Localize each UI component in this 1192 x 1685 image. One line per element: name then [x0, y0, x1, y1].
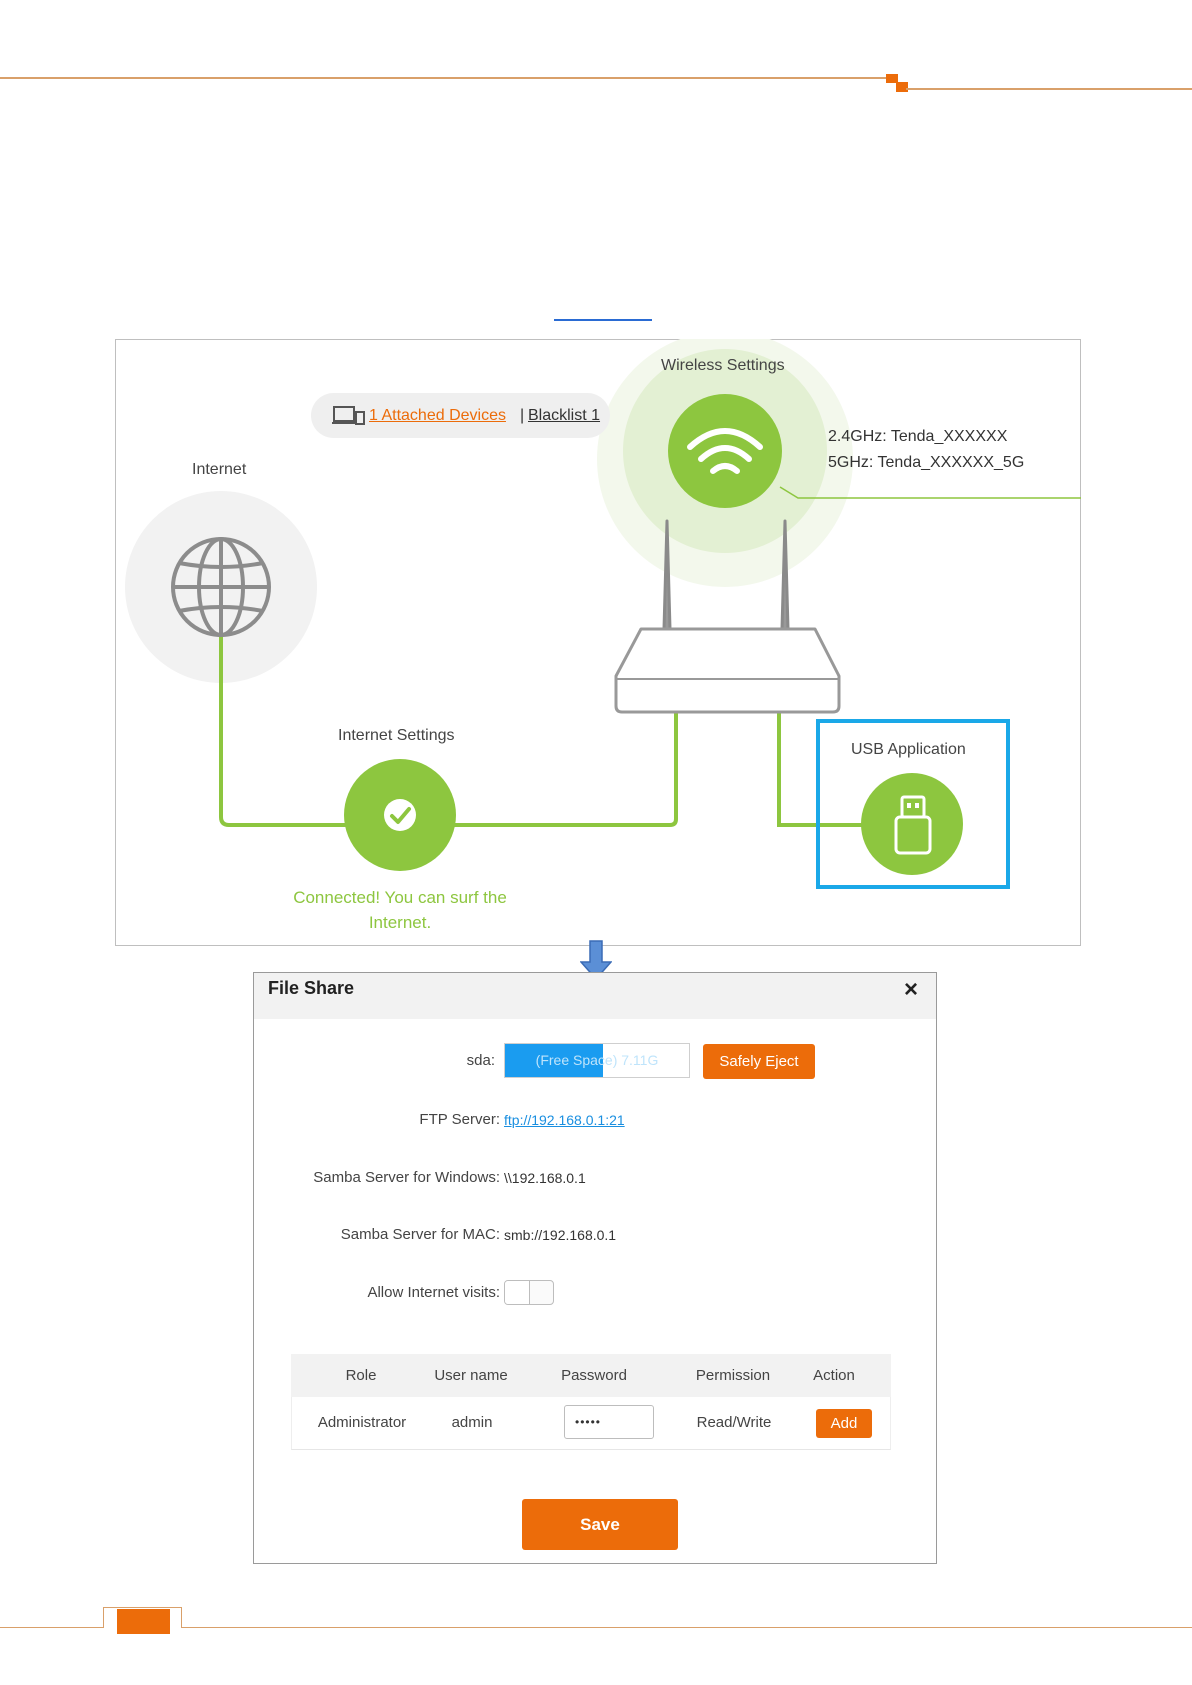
- header-rule: [0, 77, 890, 79]
- table-row: Administrator admin Read/Write: [291, 1397, 891, 1450]
- router-link-line: [450, 711, 678, 827]
- samba-mac-label: Samba Server for MAC:: [340, 1226, 500, 1243]
- link-separator: |: [520, 407, 525, 424]
- usb-highlight-box: [816, 719, 1010, 889]
- toggle-knob: [505, 1281, 530, 1304]
- ftp-server-label: FTP Server:: [419, 1111, 500, 1128]
- ssid-link-line: [779, 486, 1081, 499]
- username-cell: admin: [451, 1414, 493, 1431]
- wireless-settings-label[interactable]: Wireless Settings: [661, 357, 785, 374]
- usb-link-line: [777, 711, 880, 827]
- wifi-icon: [687, 428, 763, 474]
- header-ornament: [896, 82, 908, 92]
- role-cell: Administrator: [317, 1414, 407, 1431]
- devices-icon: [332, 406, 365, 425]
- sda-usage-fill: [505, 1044, 603, 1077]
- connection-status-line2: Internet.: [368, 913, 432, 932]
- samba-windows-value: \\192.168.0.1: [504, 1170, 586, 1186]
- usb-button: [861, 773, 963, 875]
- blacklist-link[interactable]: Blacklist 1: [528, 407, 601, 424]
- dialog-header: [254, 973, 936, 1019]
- allow-internet-visits-toggle[interactable]: [504, 1280, 554, 1305]
- column-header-password: Password: [561, 1367, 627, 1384]
- dialog-title: File Share: [268, 978, 355, 998]
- internet-link-line: [219, 635, 450, 827]
- usb-icon: [894, 795, 932, 855]
- ssid-5ghz: 5GHz: Tenda_XXXXXX_5G: [828, 454, 1025, 471]
- internet-label: Internet: [192, 461, 247, 478]
- add-user-button[interactable]: Add: [816, 1409, 872, 1438]
- link-underline: [554, 319, 652, 321]
- header-ornament: [886, 74, 898, 83]
- attached-devices-link[interactable]: 1 Attached Devices: [369, 407, 506, 424]
- close-icon[interactable]: ×: [904, 976, 919, 1003]
- globe-icon: [171, 537, 271, 637]
- sda-usage-bar: (Free Space) 7.11G: [504, 1043, 690, 1078]
- topology-graphics: [125, 339, 1081, 875]
- safely-eject-button[interactable]: Safely Eject: [703, 1044, 815, 1079]
- router-icon: [614, 627, 841, 714]
- ssid-24ghz: 2.4GHz: Tenda_XXXXXX: [828, 428, 1008, 445]
- ftp-server-link[interactable]: ftp://192.168.0.1:21: [504, 1112, 625, 1128]
- column-header-username: User name: [434, 1367, 508, 1384]
- header-rule: [906, 88, 1192, 90]
- connection-status-line1: Connected! You can surf the: [293, 888, 507, 907]
- allow-internet-visits-label: Allow Internet visits:: [367, 1284, 500, 1301]
- password-input[interactable]: •••••: [564, 1405, 654, 1439]
- footer-tab-fill: [117, 1609, 170, 1634]
- sda-usage-text: (Free Space) 7.11G: [535, 1052, 659, 1068]
- column-header-role: Role: [345, 1367, 377, 1384]
- check-icon: [384, 799, 416, 831]
- permission-cell: Read/Write: [696, 1414, 772, 1431]
- samba-windows-label: Samba Server for Windows:: [313, 1169, 500, 1186]
- column-header-permission: Permission: [695, 1367, 771, 1384]
- internet-settings-label[interactable]: Internet Settings: [338, 727, 455, 744]
- save-button[interactable]: Save: [522, 1499, 678, 1550]
- user-table-header: Role User name Password Permission Actio…: [291, 1354, 891, 1397]
- attached-devices-bar: 1 Attached Devices | Blacklist 1: [311, 393, 610, 438]
- footer-rule: [0, 1627, 1192, 1628]
- down-arrow-icon: [580, 940, 612, 980]
- column-header-action: Action: [813, 1367, 855, 1384]
- usb-application-label[interactable]: USB Application: [851, 741, 966, 758]
- sda-label: sda:: [466, 1052, 495, 1069]
- samba-mac-value: smb://192.168.0.1: [504, 1227, 617, 1243]
